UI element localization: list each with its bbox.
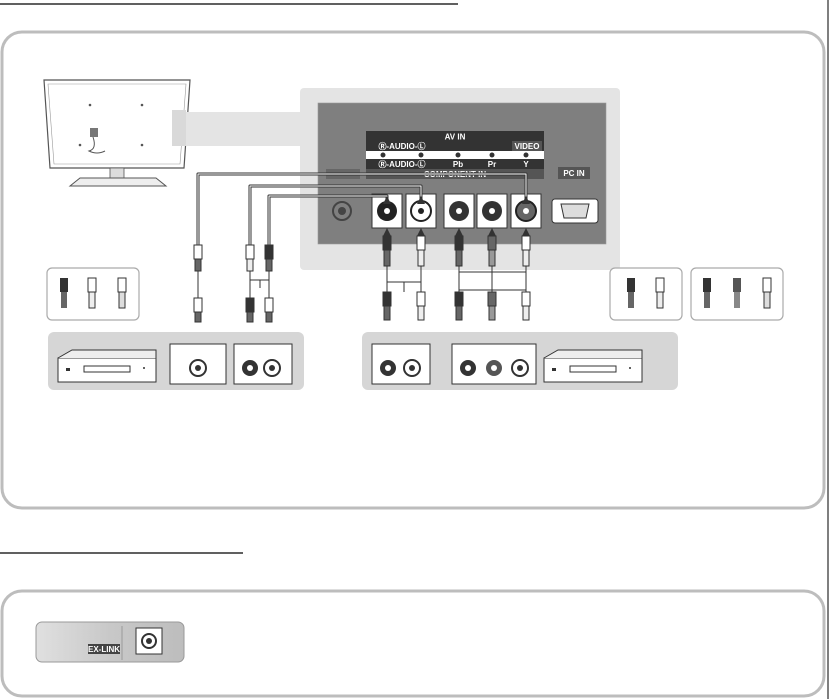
- panel-jacks: [332, 193, 599, 229]
- exlink-label: EX-LINK: [88, 645, 120, 654]
- component-arrows: [383, 228, 530, 236]
- component-device-bar: [362, 332, 678, 390]
- tv-rear-illustration: [43, 79, 191, 187]
- audio-bottom-label: Ⓡ-AUDIO-Ⓛ: [378, 159, 425, 169]
- pc-in-label: PC IN: [563, 169, 585, 178]
- av-cable-plugs-left: [193, 244, 274, 323]
- pc-in-label-block: [558, 167, 590, 179]
- pr-label: Pr: [488, 160, 496, 169]
- audio-top-label: Ⓡ-AUDIO-Ⓛ: [378, 141, 425, 151]
- pb-label: Pb: [453, 160, 463, 169]
- av-device-bar: [48, 332, 304, 390]
- plug-legend-right-audio: [609, 267, 683, 321]
- exlink-frame: [0, 589, 826, 698]
- y-label: Y: [523, 160, 529, 169]
- exlink-panel: EX-LINK: [35, 621, 185, 663]
- plug-legend-right-component: [690, 267, 784, 321]
- plug-legend-left: [46, 267, 140, 321]
- video-label: VIDEO: [515, 142, 540, 151]
- av-in-label: AV IN: [445, 133, 466, 142]
- zoom-beam: [186, 112, 302, 146]
- connection-arrows: [383, 196, 530, 204]
